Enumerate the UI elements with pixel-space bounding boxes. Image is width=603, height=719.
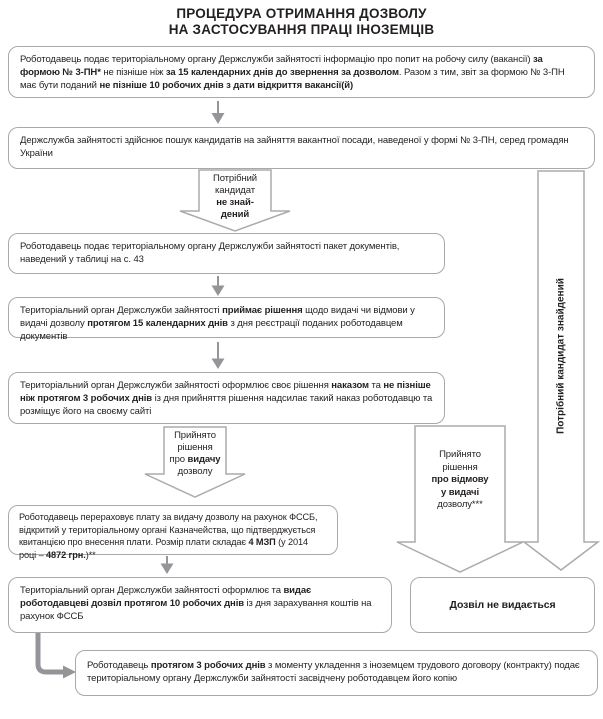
box-candidate-search: Держслужба зайнятості здійснює пошук кан…: [8, 127, 595, 169]
box-order-publication: Територіальний орган Держслужби зайнятос…: [8, 372, 445, 424]
box-decision: Територіальний орган Держслужби зайнятос…: [8, 297, 445, 342]
page-title-line1: ПРОЦЕДУРА ОТРИМАННЯ ДОЗВОЛУ: [176, 6, 427, 21]
fat-arrow-candidate-not-found: [179, 169, 291, 232]
arrow-decision-to-order: [211, 342, 225, 369]
page-title-line2: НА ЗАСТОСУВАННЯ ПРАЦІ ІНОЗЕМЦІВ: [168, 22, 435, 37]
box-permit-denied: Дозвіл не видається: [410, 577, 595, 633]
arrow-report-to-search: [211, 101, 225, 124]
box-permit-issued: Територіальний орган Держслужби зайнятос…: [8, 577, 392, 633]
box-document-package: Роботодавець подає територіальному орган…: [8, 233, 445, 274]
box-contract-copy: Роботодавець протягом 3 робочих днів з м…: [75, 650, 598, 696]
box-payment: Роботодавець перераховує плату за видачу…: [8, 505, 338, 560]
arrow-payment-to-issue: [160, 556, 174, 574]
arrow-issue-to-contract: [35, 629, 76, 679]
fat-arrow-decision-grant: [144, 426, 246, 498]
fat-arrow-candidate-found: [521, 170, 601, 571]
box-vacancy-report: Роботодавець подає територіальному орган…: [8, 46, 595, 98]
page-title: ПРОЦЕДУРА ОТРИМАННЯ ДОЗВОЛУ НА ЗАСТОСУВА…: [0, 6, 603, 38]
arrow-documents-to-decision: [211, 276, 225, 296]
label-candidate-found: Потрібний кандидат знайдений: [555, 278, 567, 434]
fat-arrow-decision-refuse: [396, 425, 524, 573]
